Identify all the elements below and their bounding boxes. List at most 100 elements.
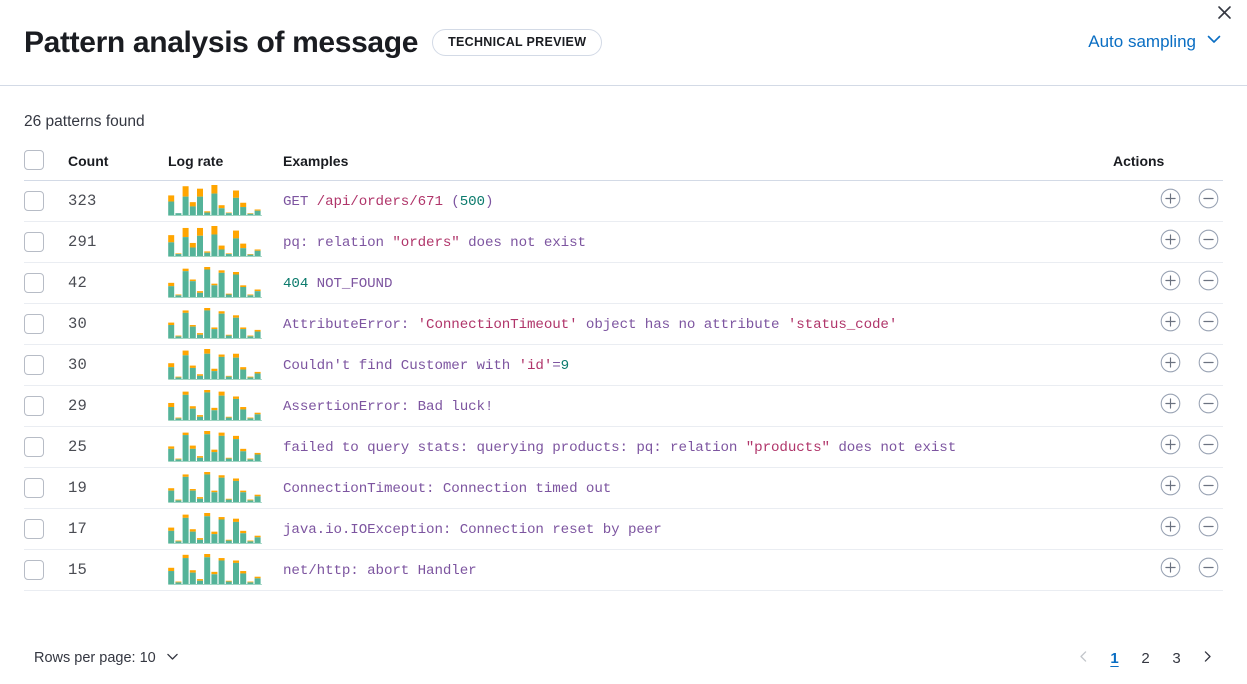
pagination-prev-button[interactable] [1068, 643, 1099, 674]
row-example: GET /api/orders/671 (500) [283, 180, 1113, 222]
row-checkbox[interactable] [24, 560, 44, 580]
row-log-rate-sparkline [168, 303, 283, 345]
rows-per-page-label: Rows per page: 10 [34, 650, 156, 666]
auto-sampling-dropdown[interactable]: Auto sampling [1088, 30, 1223, 53]
auto-sampling-label: Auto sampling [1088, 31, 1196, 51]
row-select-cell [24, 221, 68, 263]
filter-for-value-button[interactable] [1155, 309, 1185, 339]
rows-per-page-selector[interactable]: Rows per page: 10 [34, 649, 180, 668]
row-checkbox[interactable] [24, 396, 44, 416]
pagination-next-button[interactable] [1192, 643, 1223, 674]
table-footer: Rows per page: 10 1 2 3 [0, 632, 1247, 684]
column-header-actions: Actions [1113, 150, 1223, 181]
pagination-page-2[interactable]: 2 [1141, 649, 1150, 667]
row-actions [1113, 180, 1223, 222]
plus-in-circle-icon [1160, 475, 1181, 501]
minus-in-circle-icon [1198, 516, 1219, 542]
plus-in-circle-icon [1160, 434, 1181, 460]
row-actions [1113, 262, 1223, 304]
filter-out-value-button[interactable] [1193, 555, 1223, 585]
close-button[interactable] [1211, 2, 1237, 28]
filter-out-value-button[interactable] [1193, 186, 1223, 216]
filter-for-value-button[interactable] [1155, 555, 1185, 585]
row-actions [1113, 344, 1223, 386]
row-log-rate-sparkline [168, 180, 283, 222]
filter-for-value-button[interactable] [1155, 391, 1185, 421]
row-example: Couldn't find Customer with 'id'=9 [283, 344, 1113, 386]
chevron-left-icon [1076, 649, 1091, 668]
filter-for-value-button[interactable] [1155, 268, 1185, 298]
row-checkbox[interactable] [24, 355, 44, 375]
row-select-cell [24, 508, 68, 550]
close-icon [1217, 5, 1232, 25]
row-example: net/http: abort Handler [283, 549, 1113, 591]
minus-in-circle-icon [1198, 475, 1219, 501]
row-select-cell [24, 426, 68, 468]
chevron-right-icon [1200, 649, 1215, 668]
filter-for-value-button[interactable] [1155, 473, 1185, 503]
panel-header: Pattern analysis of message TECHNICAL PR… [0, 0, 1247, 86]
row-checkbox[interactable] [24, 273, 44, 293]
filter-for-value-button[interactable] [1155, 350, 1185, 380]
row-log-rate-sparkline [168, 467, 283, 509]
row-checkbox[interactable] [24, 314, 44, 334]
filter-out-value-button[interactable] [1193, 350, 1223, 380]
filter-for-value-button[interactable] [1155, 432, 1185, 462]
filter-out-value-button[interactable] [1193, 268, 1223, 298]
plus-in-circle-icon [1160, 270, 1181, 296]
row-checkbox[interactable] [24, 519, 44, 539]
filter-out-value-button[interactable] [1193, 432, 1223, 462]
row-select-cell [24, 262, 68, 304]
select-all-header [24, 150, 68, 181]
filter-for-value-button[interactable] [1155, 227, 1185, 257]
filter-for-value-button[interactable] [1155, 514, 1185, 544]
plus-in-circle-icon [1160, 557, 1181, 583]
filter-out-value-button[interactable] [1193, 473, 1223, 503]
row-checkbox[interactable] [24, 232, 44, 252]
chevron-down-icon [165, 649, 180, 668]
row-select-cell [24, 344, 68, 386]
select-all-checkbox[interactable] [24, 150, 44, 170]
row-count: 25 [68, 426, 168, 468]
row-count: 29 [68, 385, 168, 427]
row-checkbox[interactable] [24, 437, 44, 457]
row-example: pq: relation "orders" does not exist [283, 221, 1113, 263]
column-header-examples[interactable]: Examples [283, 150, 1113, 181]
row-actions [1113, 303, 1223, 345]
pagination-page-3[interactable]: 3 [1172, 649, 1181, 667]
row-example: 404 NOT_FOUND [283, 262, 1113, 304]
minus-in-circle-icon [1198, 270, 1219, 296]
table-row[interactable]: 25 failed to query stats: querying produc… [24, 426, 1223, 468]
row-log-rate-sparkline [168, 508, 283, 550]
row-actions [1113, 508, 1223, 550]
filter-for-value-button[interactable] [1155, 186, 1185, 216]
row-checkbox[interactable] [24, 191, 44, 211]
row-checkbox[interactable] [24, 478, 44, 498]
filter-out-value-button[interactable] [1193, 514, 1223, 544]
row-example: failed to query stats: querying products… [283, 426, 1113, 468]
row-example: java.io.IOException: Connection reset by… [283, 508, 1113, 550]
row-log-rate-sparkline [168, 426, 283, 468]
filter-out-value-button[interactable] [1193, 227, 1223, 257]
row-count: 30 [68, 303, 168, 345]
plus-in-circle-icon [1160, 516, 1181, 542]
row-log-rate-sparkline [168, 549, 283, 591]
filter-out-value-button[interactable] [1193, 391, 1223, 421]
filter-out-value-button[interactable] [1193, 309, 1223, 339]
row-example: ConnectionTimeout: Connection timed out [283, 467, 1113, 509]
row-select-cell [24, 549, 68, 591]
minus-in-circle-icon [1198, 229, 1219, 255]
column-header-count[interactable]: Count [68, 150, 168, 181]
row-select-cell [24, 180, 68, 222]
column-header-log-rate[interactable]: Log rate [168, 150, 283, 181]
pagination-page-1[interactable]: 1 [1110, 649, 1119, 667]
